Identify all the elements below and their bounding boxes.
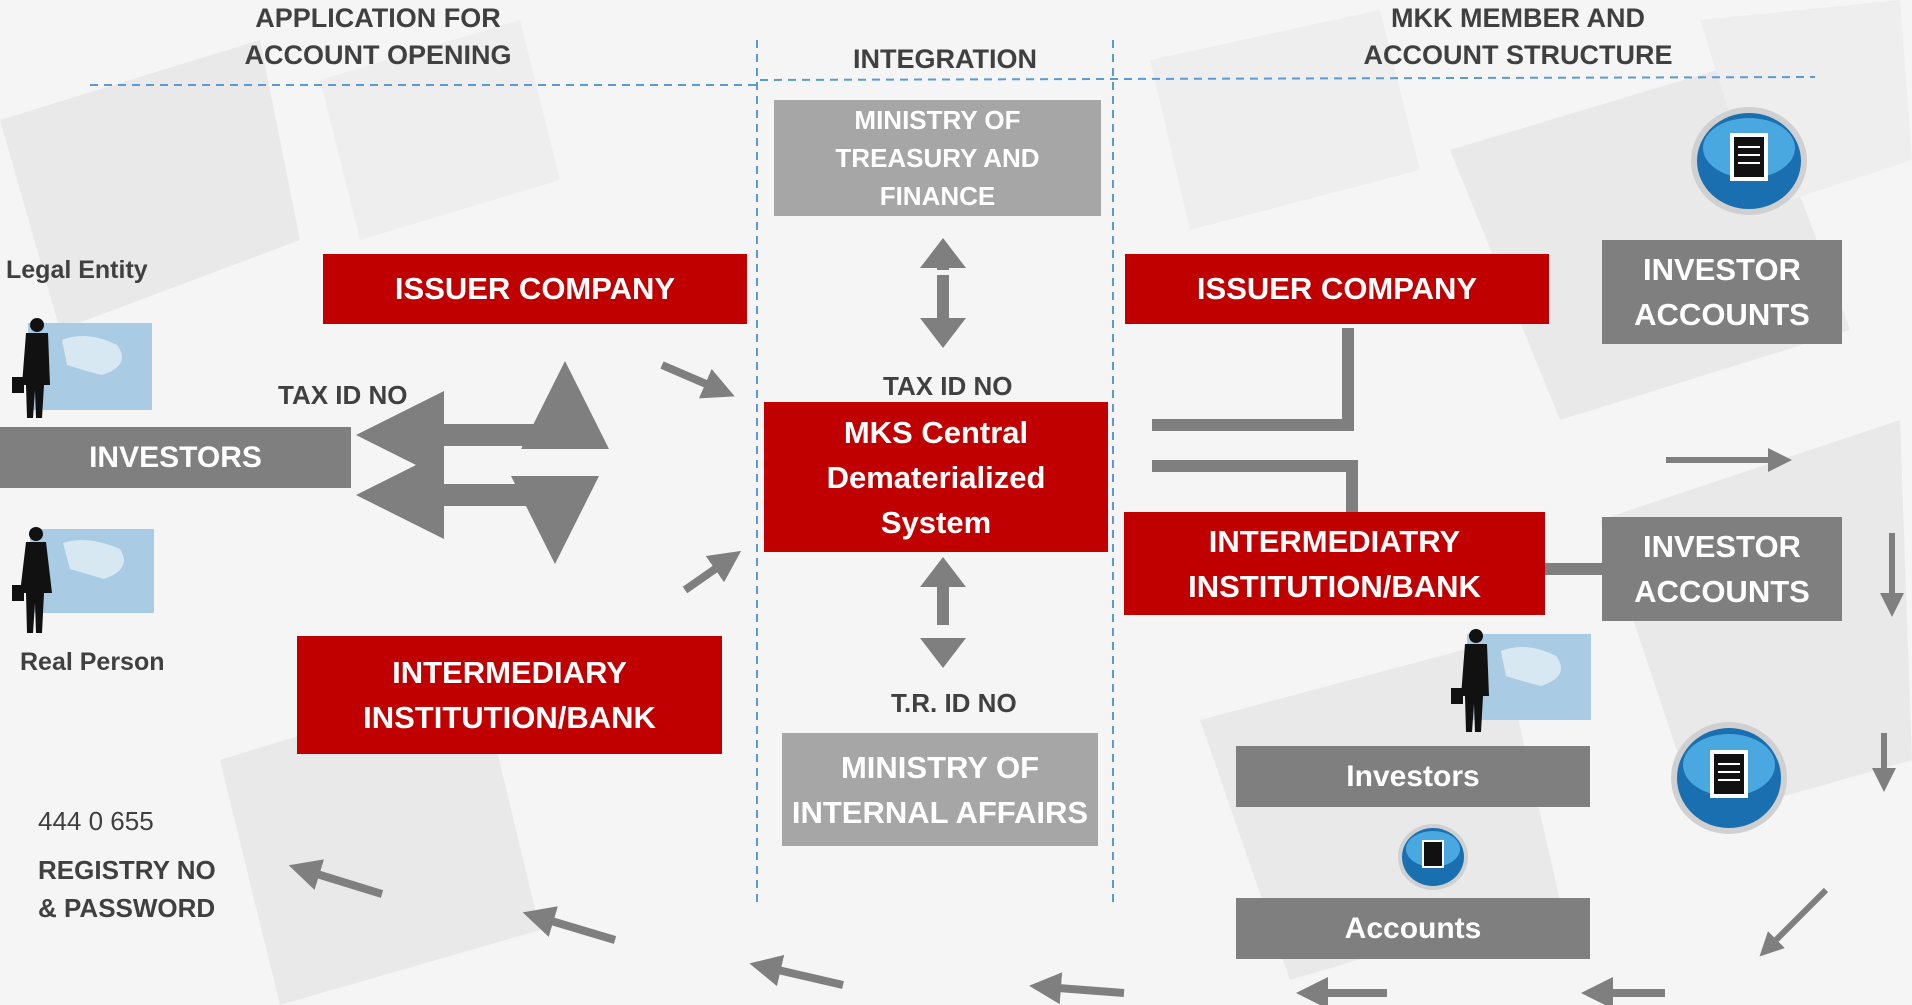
arrow-icon xyxy=(522,906,617,944)
investor-accounts-box-1: INVESTOR ACCOUNTS xyxy=(1602,240,1842,344)
person-icon xyxy=(1441,626,1593,732)
tax-id-label-center: TAX ID NO xyxy=(883,371,1013,401)
mks-central-box: MKS Central Dematerialized System xyxy=(764,402,1108,552)
document-icon xyxy=(1398,824,1468,890)
registry-password-label: REGISTRY NO & PASSWORD xyxy=(38,855,216,923)
legal-entity-label: Legal Entity xyxy=(6,256,148,284)
real-person-label: Real Person xyxy=(20,648,165,676)
connector-issuer xyxy=(1152,328,1354,431)
dashed-line-top-right xyxy=(759,76,1816,81)
tax-id-label-left: TAX ID NO xyxy=(278,380,408,410)
arrow-icon xyxy=(920,318,966,348)
connector-intermediary xyxy=(1152,460,1358,512)
arrow-icon xyxy=(660,361,735,399)
ministry-internal-affairs-box: MINISTRY OF INTERNAL AFFAIRS xyxy=(782,733,1098,846)
document-icon xyxy=(1691,107,1807,215)
investors-box-right: Investors xyxy=(1236,746,1590,807)
ministry-treasury-box: MINISTRY OF TREASURY AND FINANCE xyxy=(774,100,1101,216)
intermediary-left: INTERMEDIARY INSTITUTION/BANK xyxy=(297,636,722,754)
accounts-box: Accounts xyxy=(1236,898,1590,959)
arrow-icon xyxy=(920,557,966,587)
document-icon xyxy=(1671,722,1787,834)
document-icon xyxy=(1666,718,1792,838)
arrow-icon xyxy=(920,638,966,668)
investor-accounts-box-2: INVESTOR ACCOUNTS xyxy=(1602,517,1842,621)
document-icon xyxy=(1686,103,1812,219)
arrow-icon xyxy=(749,955,844,989)
person-icon xyxy=(2,315,154,418)
phone-number: 444 0 655 xyxy=(38,806,154,836)
arrow-icon xyxy=(288,859,384,898)
intermediary-right: INTERMEDIATRY INSTITUTION/BANK xyxy=(1124,512,1545,615)
person-icon xyxy=(12,318,152,418)
arrow-icon xyxy=(1759,887,1829,957)
header-mkk: MKK MEMBER AND ACCOUNT STRUCTURE xyxy=(1363,3,1673,70)
person-icon xyxy=(1451,629,1591,732)
arrow-icon xyxy=(1029,972,1125,1005)
person-icon xyxy=(12,527,154,633)
issuer-company-left: ISSUER COMPANY xyxy=(323,254,747,324)
arrow-icon xyxy=(920,238,966,268)
investors-box: INVESTORS xyxy=(0,427,351,488)
tr-id-label: T.R. ID NO xyxy=(891,688,1017,718)
arrow-icon xyxy=(682,550,742,594)
header-application: APPLICATION FOR ACCOUNT OPENING xyxy=(244,3,512,70)
document-icon xyxy=(1395,821,1471,893)
issuer-company-right: ISSUER COMPANY xyxy=(1125,254,1549,324)
person-icon xyxy=(8,523,156,633)
header-integration: INTEGRATION xyxy=(853,44,1037,74)
